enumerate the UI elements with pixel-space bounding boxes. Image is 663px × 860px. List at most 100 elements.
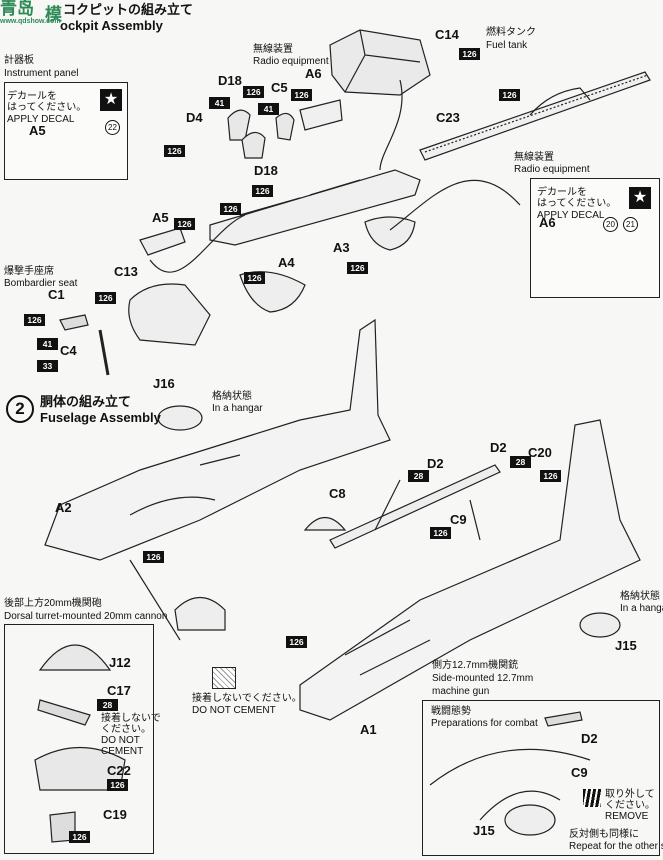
part-c13: C13	[114, 264, 138, 279]
color-code: 126	[164, 145, 185, 157]
combat-en: Preparations for combat	[431, 718, 538, 729]
nose-c13	[128, 283, 211, 346]
decal-box-2: デカールを はってください。 APPLY DECAL ★ A6 20 21	[530, 178, 660, 298]
remove-jp1: 取り外して	[605, 789, 655, 800]
part-c8: C8	[329, 486, 346, 501]
radio-label-jp: 無線装置	[253, 44, 293, 55]
combat-jp: 戦闘態勢	[431, 706, 471, 717]
dorsal-en: Dorsal turret-mounted 20mm cannon	[4, 611, 168, 622]
part-c1: C1	[48, 287, 65, 302]
watermark: 青岛 www.qdshow.com	[0, 0, 61, 25]
dorsal-jp: 後部上方20mm機関砲	[4, 598, 102, 609]
color-code: 28	[510, 456, 531, 468]
part-j15: J15	[615, 638, 637, 653]
turret-c8	[303, 516, 347, 531]
do-not-cement-icon	[212, 667, 236, 689]
color-code: 126	[69, 831, 90, 843]
color-code: 126	[174, 218, 195, 230]
part-c5: C5	[271, 80, 288, 95]
instrument-panel-en: Instrument panel	[4, 68, 79, 79]
part-j16: J16	[153, 376, 175, 391]
dnc2-en: DO NOT CEMENT	[192, 705, 276, 716]
fuel-tank-jp: 燃料タンク	[486, 27, 536, 38]
turret-j12	[38, 644, 112, 671]
step2-heading: 胴体の組み立て	[40, 394, 132, 409]
decal1-jp2: はってください。	[7, 102, 87, 113]
watermark-line1: 青岛	[0, 0, 34, 18]
step1-heading-en: ockpit Assembly	[60, 18, 163, 33]
dnc1-jp2: ください。	[101, 724, 151, 735]
radio2-jp: 無線装置	[514, 152, 554, 163]
hangar2-en: In a hangar	[620, 603, 663, 614]
radio-a6	[299, 99, 343, 131]
part-a5-label: A5	[29, 123, 46, 138]
combat-c9: C9	[571, 765, 588, 780]
color-code: 28	[97, 699, 118, 711]
decal-box-1: デカールを はってください。 APPLY DECAL ★ A5 22	[4, 82, 128, 180]
repeat-jp: 反対側も同様に	[569, 829, 639, 840]
color-code: 126	[459, 48, 480, 60]
step2-heading-en: Fuselage Assembly	[40, 410, 161, 425]
part-d18: D18	[218, 73, 242, 88]
color-code: 41	[258, 103, 279, 115]
color-code: 126	[220, 203, 241, 215]
repeat-en: Repeat for the other side	[569, 841, 663, 852]
hangar-en: In a hangar	[212, 403, 263, 414]
cockpit-floor	[209, 169, 421, 246]
spar-stripe	[329, 464, 501, 549]
decal2-jp2: はってください。	[537, 198, 617, 209]
star-icon: ★	[629, 187, 651, 209]
part-a2: A2	[55, 500, 72, 515]
decal2-jp1: デカールを	[537, 187, 587, 198]
sidegun-en2: machine gun	[432, 686, 490, 697]
dorsal-box: J12 C17 C22 C19 28 126 126 接着しないで ください。 …	[4, 624, 161, 854]
part-d18b: D18	[254, 163, 278, 178]
decal-number: 20	[603, 217, 618, 232]
hangar-jp: 格納状態	[212, 391, 252, 402]
color-code: 126	[540, 470, 561, 482]
color-code: 126	[291, 89, 312, 101]
part-c17: C17	[107, 683, 131, 698]
seat-d18b	[241, 131, 266, 159]
combat-box: 戦闘態勢 Preparations for combat D2 C9 J15 取…	[422, 700, 663, 856]
step2-number: 2	[6, 395, 34, 423]
color-code: 126	[244, 272, 265, 284]
part-a4: A4	[278, 255, 295, 270]
color-code: 126	[143, 551, 164, 563]
part-c4: C4	[60, 343, 77, 358]
instrument-panel-jp: 計器板	[4, 55, 34, 66]
fuselage-a2	[44, 318, 391, 561]
fuel-tank-part: C14	[435, 27, 459, 42]
dnc1-en2: CEMENT	[101, 746, 144, 757]
radio-label-en: Radio equipment	[253, 56, 329, 67]
hangar2-jp: 格納状態	[620, 591, 660, 602]
sidegun-en1: Side-mounted 12.7mm	[432, 673, 534, 684]
bulkhead-a3	[364, 216, 416, 251]
color-code: 126	[107, 779, 128, 791]
combat-d2: D2	[581, 731, 598, 746]
radio2-en: Radio equipment	[514, 164, 590, 175]
color-code: 126	[347, 262, 368, 274]
part-c22: C22	[107, 763, 131, 778]
remove-en: REMOVE	[605, 811, 649, 822]
decal-number: 22	[105, 120, 120, 135]
part-a1: A1	[360, 722, 377, 737]
bombardier-jp: 爆撃手座席	[4, 266, 54, 277]
part-c19: C19	[103, 807, 127, 822]
cover-j15	[579, 612, 621, 638]
dnc1-jp1: 接着しないで	[101, 713, 161, 724]
part-a3: A3	[333, 240, 350, 255]
seat-c5	[275, 112, 295, 141]
dnc2-jp: 接着しないでください。	[192, 693, 302, 704]
panel-a5-piece	[139, 227, 186, 256]
step1-heading: コクピットの組み立て	[63, 2, 194, 17]
part-c9: C9	[450, 512, 467, 527]
part-c23: C23	[436, 110, 460, 125]
decal-number: 21	[623, 217, 638, 232]
color-code: 126	[430, 527, 451, 539]
remove-icon	[583, 789, 601, 807]
combat-j15: J15	[473, 823, 495, 838]
color-code: 28	[408, 470, 429, 482]
